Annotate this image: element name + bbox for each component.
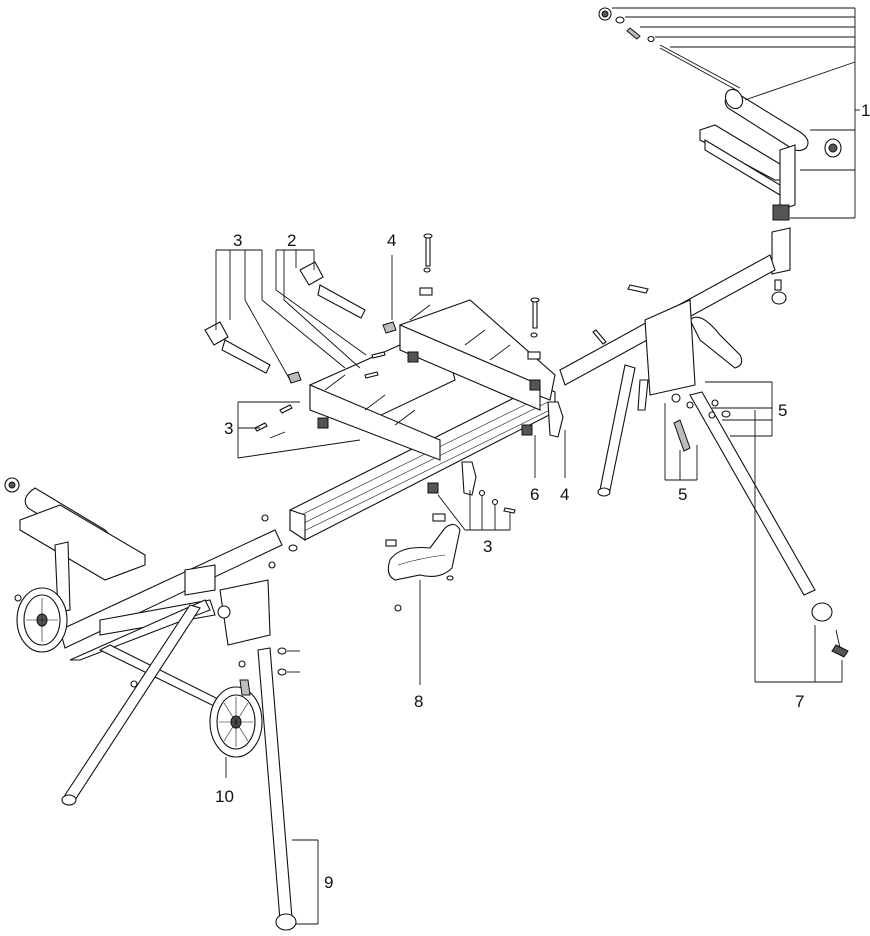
carry-handle	[385, 513, 461, 685]
callout-leaders-5	[664, 381, 773, 481]
left-frame-assembly	[4, 477, 300, 806]
callout-1: 1	[861, 101, 870, 120]
callout-6: 6	[530, 485, 539, 504]
roller-support-assembly-right	[598, 7, 860, 305]
callout-4-top: 4	[387, 231, 396, 250]
callout-7: 7	[795, 692, 804, 711]
callout-leaders-3-bottom	[437, 489, 516, 531]
central-rail-assembly	[289, 233, 564, 542]
callout-5-right: 5	[778, 401, 787, 420]
callout-10: 10	[215, 787, 234, 806]
callout-3-mid: 3	[224, 419, 233, 438]
callout-9: 9	[324, 873, 333, 892]
callout-4-bottom: 4	[560, 485, 569, 504]
right-frame-assembly	[559, 254, 849, 658]
callout-leaders-3-top	[215, 249, 346, 381]
callout-8: 8	[414, 692, 423, 711]
callout-5-lower: 5	[678, 485, 687, 504]
clamp-parts-upper-left	[204, 261, 397, 439]
detached-leg-9	[257, 647, 319, 931]
callout-leaders-3-mid	[237, 401, 361, 459]
callout-3-top: 3	[233, 231, 242, 250]
callout-leaders-7	[754, 410, 843, 683]
callout-leaders-4	[391, 255, 566, 478]
callout-3-bottom: 3	[483, 537, 492, 556]
callout-2: 2	[287, 231, 296, 250]
callout-leaders-2	[275, 249, 367, 369]
